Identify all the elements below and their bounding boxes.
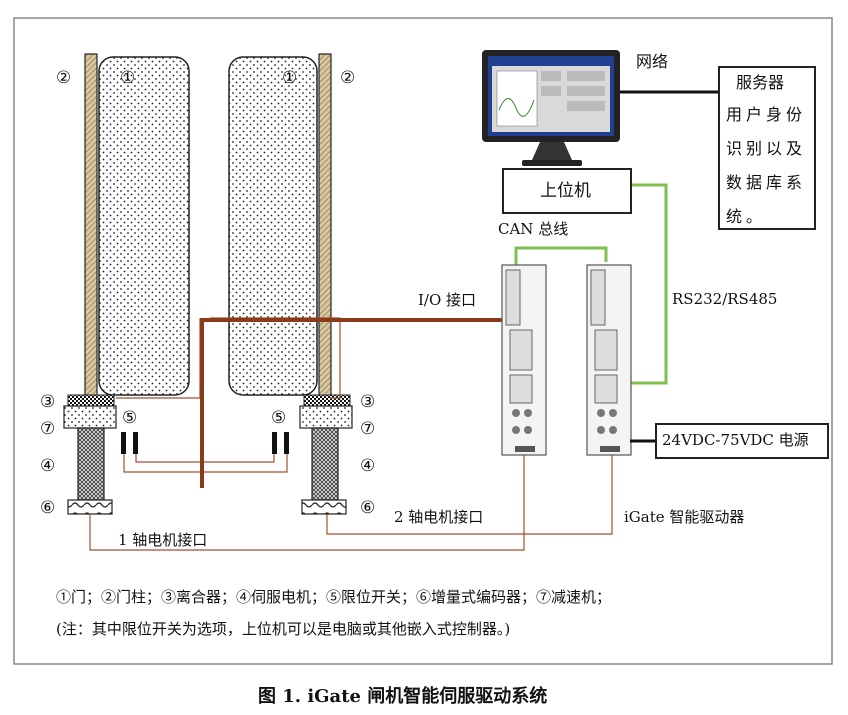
- power-box: 24VDC-75VDC 电源: [655, 423, 829, 459]
- server-box: 服务器: [718, 66, 816, 100]
- server-desc-box: 用户身份识别以及数据库系统。: [718, 96, 816, 230]
- left-reducer: [63, 405, 117, 429]
- left-encoder: [67, 499, 113, 515]
- sensor-wiring: [89, 317, 613, 551]
- right-limit-switch-2: [284, 432, 289, 454]
- marker-pillar-right: ②: [340, 68, 356, 88]
- host-label: 上位机: [540, 181, 591, 201]
- marker-pillar-left: ②: [56, 68, 72, 88]
- right-encoder: [301, 499, 347, 515]
- left-limit-switch-2: [133, 432, 138, 454]
- right-clutch: [303, 394, 351, 407]
- io-cable: [200, 318, 502, 488]
- marker-encoder-right: ⑥: [360, 498, 376, 518]
- driver-label: iGate 智能驱动器: [624, 508, 745, 526]
- right-motor: [311, 427, 339, 501]
- right-door: [228, 56, 318, 396]
- legend-line2: (注：其中限位开关为选项，上位机可以是电脑或其他嵌入式控制器。): [56, 620, 511, 638]
- legend-line1: ①门；②门柱；③离合器；④伺服电机；⑤限位开关；⑥增量式编码器；⑦减速机；: [56, 588, 612, 606]
- left-clutch: [67, 394, 115, 407]
- power-label: 24VDC-75VDC 电源: [662, 431, 809, 449]
- marker-limit-right: ⑤: [271, 408, 287, 428]
- figure-caption: 图 1. iGate 闸机智能伺服驱动系统: [258, 686, 548, 707]
- marker-encoder-left: ⑥: [40, 498, 56, 518]
- marker-clutch-right: ③: [360, 392, 376, 412]
- server-label: 服务器: [736, 73, 785, 92]
- axis1-label: 1 轴电机接口: [118, 531, 208, 549]
- right-reducer: [299, 405, 353, 429]
- left-limit-switch-1: [121, 432, 126, 454]
- rs-label: RS232/RS485: [672, 290, 778, 308]
- left-door: [98, 56, 190, 396]
- driver-1: [501, 264, 547, 456]
- marker-motor-left: ④: [40, 456, 56, 476]
- marker-clutch-left: ③: [40, 392, 56, 412]
- right-pillar: [318, 53, 332, 397]
- marker-door-right: ①: [282, 68, 298, 88]
- marker-motor-right: ④: [360, 456, 376, 476]
- marker-reducer-left: ⑦: [40, 419, 56, 439]
- left-motor: [77, 427, 105, 501]
- right-limit-switch-1: [272, 432, 277, 454]
- driver-2: [586, 264, 632, 456]
- rs-line: [630, 183, 668, 385]
- marker-door-left: ①: [120, 68, 136, 88]
- monitor: [482, 50, 620, 166]
- server-desc: 用户身份识别以及数据库系统。: [726, 105, 807, 226]
- marker-reducer-right: ⑦: [360, 419, 376, 439]
- network-label: 网络: [636, 52, 669, 71]
- can-bus-label: CAN 总线: [498, 220, 569, 238]
- marker-limit-left: ⑤: [122, 408, 138, 428]
- host-box: 上位机: [502, 168, 632, 214]
- can-bus-line: [514, 246, 608, 268]
- io-port-label: I/O 接口: [418, 291, 477, 309]
- figure-frame: [13, 17, 833, 665]
- axis2-label: 2 轴电机接口: [394, 508, 484, 526]
- left-pillar: [84, 53, 98, 397]
